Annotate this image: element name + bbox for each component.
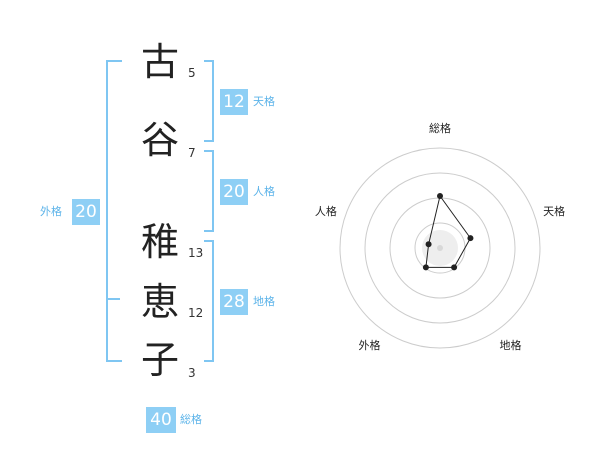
radar-point-5	[425, 241, 432, 248]
tenkaku-label: 天格	[253, 95, 275, 108]
jinkaku-label: 人格	[253, 185, 275, 198]
radar-point-2	[467, 235, 474, 242]
radar-axis-label-2: 天格	[543, 204, 565, 218]
radar-ring-3	[364, 172, 516, 324]
gaikaku-value-badge: 20	[72, 199, 100, 225]
name-char-5: 子	[140, 338, 179, 382]
soukaku-value-badge: 40	[146, 407, 176, 433]
radar-center	[422, 230, 458, 266]
jinkaku-bracket	[204, 150, 214, 232]
radar-polygon	[425, 194, 472, 268]
chikaku-bracket	[204, 240, 214, 362]
radar-points	[422, 193, 474, 271]
stroke-count-4: 12	[188, 306, 204, 320]
stroke-count-1: 5	[188, 66, 196, 80]
tenkaku-bracket	[204, 60, 214, 142]
name-char-3: 稚	[140, 220, 179, 264]
tenkaku-value-badge: 12	[220, 89, 248, 115]
radar-axis-label-3: 地格	[500, 338, 522, 352]
stroke-count-2: 7	[188, 146, 196, 160]
chikaku-label: 地格	[253, 295, 275, 308]
radar-axis-label-5: 人格	[315, 204, 337, 218]
gaikaku-bracket-tick	[106, 298, 120, 300]
radar-point-3	[451, 264, 458, 271]
radar-ring-4	[339, 147, 541, 349]
name-char-1: 古	[140, 40, 179, 84]
jinkaku-value-badge: 20	[220, 179, 248, 205]
name-char-4: 恵	[140, 280, 179, 324]
chikaku-value-badge: 28	[220, 289, 248, 315]
gaikaku-bracket	[106, 60, 122, 362]
radar-axis-label-4: 外格	[358, 338, 380, 352]
radar-axis-label-1: 総格	[429, 121, 451, 135]
radar-center-dot	[437, 245, 443, 251]
stroke-count-5: 3	[188, 366, 196, 380]
radar-point-4	[422, 264, 429, 271]
radar-point-1	[437, 193, 443, 199]
name-char-2: 谷	[140, 118, 179, 162]
gaikaku-label: 外格	[40, 205, 62, 218]
stroke-count-3: 13	[188, 246, 204, 260]
radar-shape	[425, 194, 472, 268]
soukaku-label: 総格	[180, 413, 202, 426]
